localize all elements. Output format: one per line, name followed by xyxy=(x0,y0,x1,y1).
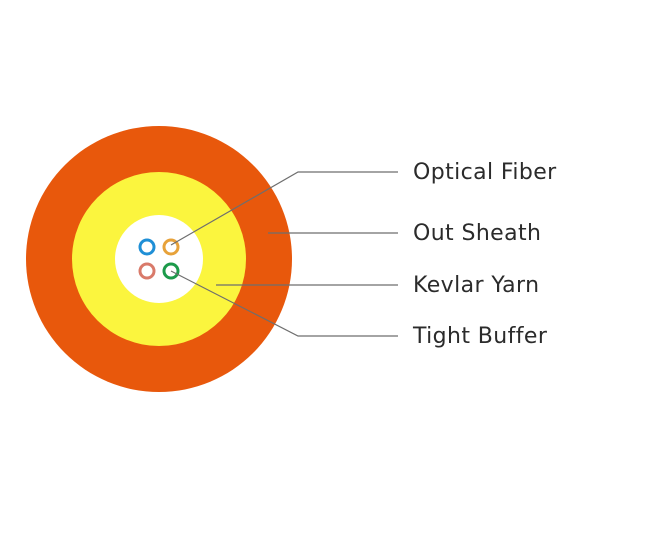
tight-buffer-fiber-green xyxy=(162,262,180,280)
label-kevlar-yarn: Kevlar Yarn xyxy=(413,273,540,298)
label-optical-fiber: Optical Fiber xyxy=(413,160,557,185)
label-out-sheath: Out Sheath xyxy=(413,221,542,246)
label-tight-buffer: Tight Buffer xyxy=(413,324,548,349)
leader-line-tight-buffer xyxy=(170,270,398,337)
tight-buffer-fiber-blue xyxy=(138,238,156,256)
tight-buffer-fiber-orange xyxy=(162,238,180,256)
tight-buffer-fiber-brown xyxy=(138,262,156,280)
leader-line-optical-fiber xyxy=(170,171,398,246)
core-area xyxy=(115,215,203,303)
